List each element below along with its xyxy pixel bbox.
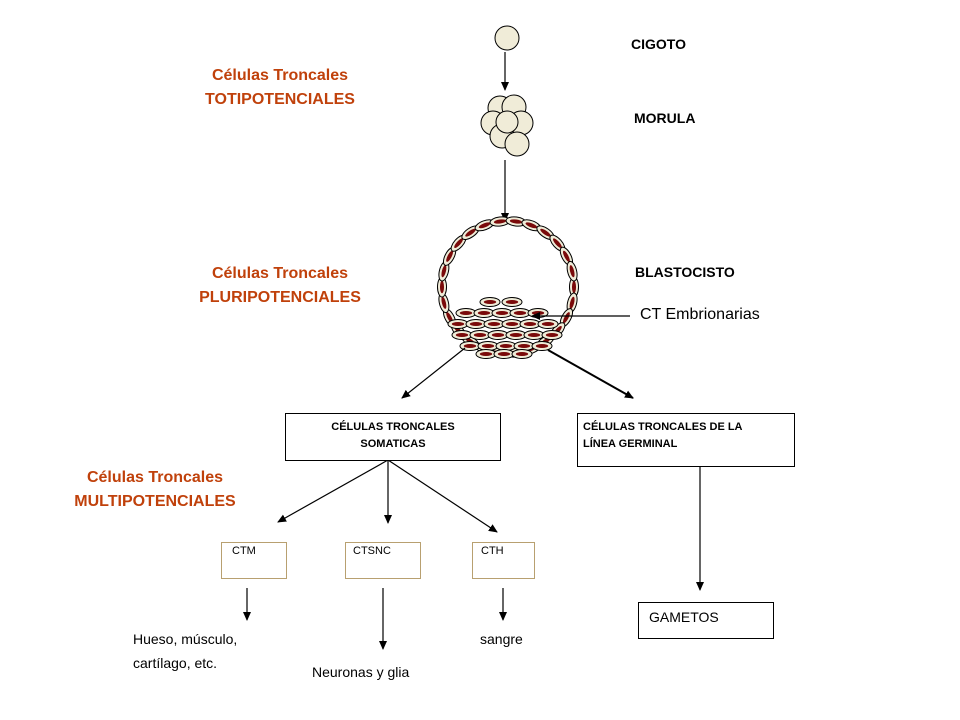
zygote-label: CIGOTO bbox=[631, 36, 686, 52]
morula-label: MORULA bbox=[634, 110, 696, 126]
blastocyst-cell bbox=[541, 330, 563, 340]
pluripotent-line1: Células Troncales bbox=[211, 265, 349, 282]
cth-box: CTH bbox=[472, 542, 535, 579]
blastocyst-cell bbox=[475, 349, 497, 359]
arrow-to-germinal bbox=[547, 349, 634, 399]
ctsnc-box: CTSNC bbox=[345, 542, 421, 579]
blastocyst-cell bbox=[495, 341, 517, 351]
totipotent-line1: Células Troncales bbox=[211, 67, 349, 84]
blastocyst-cell bbox=[531, 341, 553, 351]
germinal-stem-cells-box: CÉLULAS TRONCALES DE LA LÍNEA GERMINAL bbox=[577, 413, 795, 467]
arrow-to-cth bbox=[387, 459, 498, 533]
blastocyst-cell bbox=[437, 276, 447, 298]
gametes-box: GAMETOS bbox=[638, 602, 774, 639]
blastocyst-cell bbox=[537, 319, 559, 329]
blastocyst-cell bbox=[473, 308, 495, 318]
embryonic-label: CT Embrionarias bbox=[640, 306, 760, 323]
totipotent-category: Células Troncales TOTIPOTENCIALES bbox=[180, 64, 380, 112]
blastocyst-cell bbox=[442, 246, 457, 266]
blastocyst-cell bbox=[501, 319, 523, 329]
blastocyst-cell bbox=[491, 308, 513, 318]
arrow-to-ctm bbox=[277, 459, 389, 523]
blastocyst-cell bbox=[447, 319, 469, 329]
arrow-to-somatic bbox=[401, 347, 466, 399]
blastocyst-cell bbox=[509, 308, 531, 318]
somatic-box-line2: SOMATICAS bbox=[360, 438, 426, 450]
blastocyst-cell bbox=[455, 308, 477, 318]
neurons-outcome: Neuronas y glia bbox=[312, 664, 410, 680]
bone-outcome-line2: cartílago, etc. bbox=[133, 655, 218, 671]
blastocyst-cell bbox=[465, 319, 487, 329]
bone-outcome-line1: Hueso, músculo, bbox=[133, 631, 238, 647]
somatic-box-line1: CÉLULAS TRONCALES bbox=[331, 421, 455, 433]
blastocyst-cell bbox=[519, 319, 541, 329]
multipotent-line2: MULTIPOTENCIALES bbox=[74, 493, 236, 510]
blastocyst-cell bbox=[505, 330, 527, 340]
somatic-stem-cells-box: CÉLULAS TRONCALES SOMATICAS bbox=[285, 413, 501, 461]
germinal-box-line1: CÉLULAS TRONCALES DE LA bbox=[583, 421, 743, 433]
morula-cells bbox=[480, 94, 534, 157]
blastocyst-cell bbox=[461, 225, 480, 240]
blastocyst-cell bbox=[569, 276, 579, 298]
totipotent-line2: TOTIPOTENCIALES bbox=[205, 91, 355, 108]
blood-outcome: sangre bbox=[480, 631, 523, 647]
blastocyst-cell bbox=[487, 330, 509, 340]
blastocyst-cell bbox=[451, 330, 473, 340]
blastocyst-cell bbox=[566, 260, 578, 282]
blastocyst-cell bbox=[523, 330, 545, 340]
germinal-box-line2: LÍNEA GERMINAL bbox=[583, 438, 678, 450]
blastocyst-cell bbox=[469, 330, 491, 340]
blastocyst-cell bbox=[483, 319, 505, 329]
pluripotent-category: Células Troncales PLURIPOTENCIALES bbox=[180, 262, 380, 310]
inner-cell-mass bbox=[447, 297, 563, 359]
blastocyst-cell bbox=[493, 349, 515, 359]
zygote-cell bbox=[494, 25, 520, 51]
bone-muscle-outcome: Hueso, músculo, cartílago, etc. bbox=[133, 627, 237, 675]
ctm-box: CTM bbox=[221, 542, 287, 579]
blastocyst-label: BLASTOCISTO bbox=[635, 264, 735, 280]
multipotent-line1: Células Troncales bbox=[86, 469, 224, 486]
blastocyst-cell bbox=[536, 225, 555, 240]
blastocyst-cell bbox=[566, 292, 578, 314]
multipotent-category: Células Troncales MULTIPOTENCIALES bbox=[55, 466, 255, 514]
blastocyst-cell bbox=[501, 297, 523, 307]
blastocyst-cell bbox=[511, 349, 533, 359]
blastocyst-cell bbox=[479, 297, 501, 307]
pluripotent-line2: PLURIPOTENCIALES bbox=[199, 289, 361, 306]
